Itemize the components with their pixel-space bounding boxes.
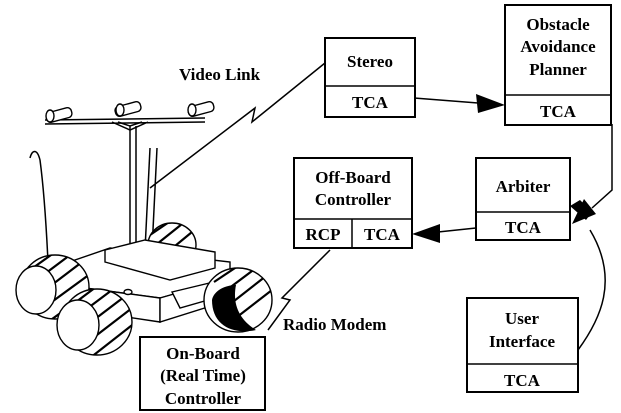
mast-pole-2 — [144, 147, 151, 251]
arbiter-name: Arbiter — [496, 177, 551, 196]
planner-port: TCA — [540, 102, 577, 121]
offboard-port-tca: TCA — [364, 225, 401, 244]
user-interface-module: User Interface TCA — [466, 297, 579, 393]
wheel-front-right — [203, 267, 273, 333]
stereo-name: Stereo — [347, 52, 393, 71]
ui-line1: User — [505, 309, 539, 328]
camera-bar — [44, 117, 206, 125]
radio-modem-line — [267, 249, 331, 331]
video-link-label: Video Link — [179, 65, 261, 84]
stereo-camera-icon — [45, 101, 215, 123]
planner-line2: Avoidance — [520, 37, 596, 56]
offboard-port-rcp: RCP — [306, 225, 341, 244]
arbiter-module: Arbiter TCA — [475, 157, 571, 241]
ui-port: TCA — [504, 371, 541, 390]
radio-modem-label: Radio Modem — [283, 315, 386, 334]
stereo-to-planner-arrow — [413, 97, 479, 104]
arbiter-to-offboard-arrow — [437, 227, 477, 233]
ui-to-arbiter-arrow — [577, 229, 606, 351]
video-link-line — [149, 62, 326, 189]
onboard-line2: (Real Time) — [160, 366, 246, 385]
planner-to-arbiter-arrow — [591, 124, 613, 209]
onboard-line3: Controller — [165, 389, 242, 408]
planner-line1: Obstacle — [526, 15, 590, 34]
rover-illustration — [15, 101, 273, 356]
arbiter-port: TCA — [505, 218, 542, 237]
offboard-controller-module: Off-Board Controller RCP TCA — [293, 157, 413, 249]
wheel-rear-left — [56, 288, 133, 356]
antenna — [29, 150, 49, 263]
onboard-line1: On-Board — [166, 344, 240, 363]
stereo-module: Stereo TCA — [324, 37, 416, 118]
planner-line3: Planner — [529, 60, 587, 79]
ui-line2: Interface — [489, 332, 556, 351]
offboard-line1: Off-Board — [315, 168, 391, 187]
onboard-controller-module: On-Board (Real Time) Controller — [139, 336, 266, 411]
stereo-port: TCA — [352, 93, 389, 112]
planner-module: Obstacle Avoidance Planner TCA — [504, 4, 612, 126]
offboard-line2: Controller — [315, 190, 392, 209]
